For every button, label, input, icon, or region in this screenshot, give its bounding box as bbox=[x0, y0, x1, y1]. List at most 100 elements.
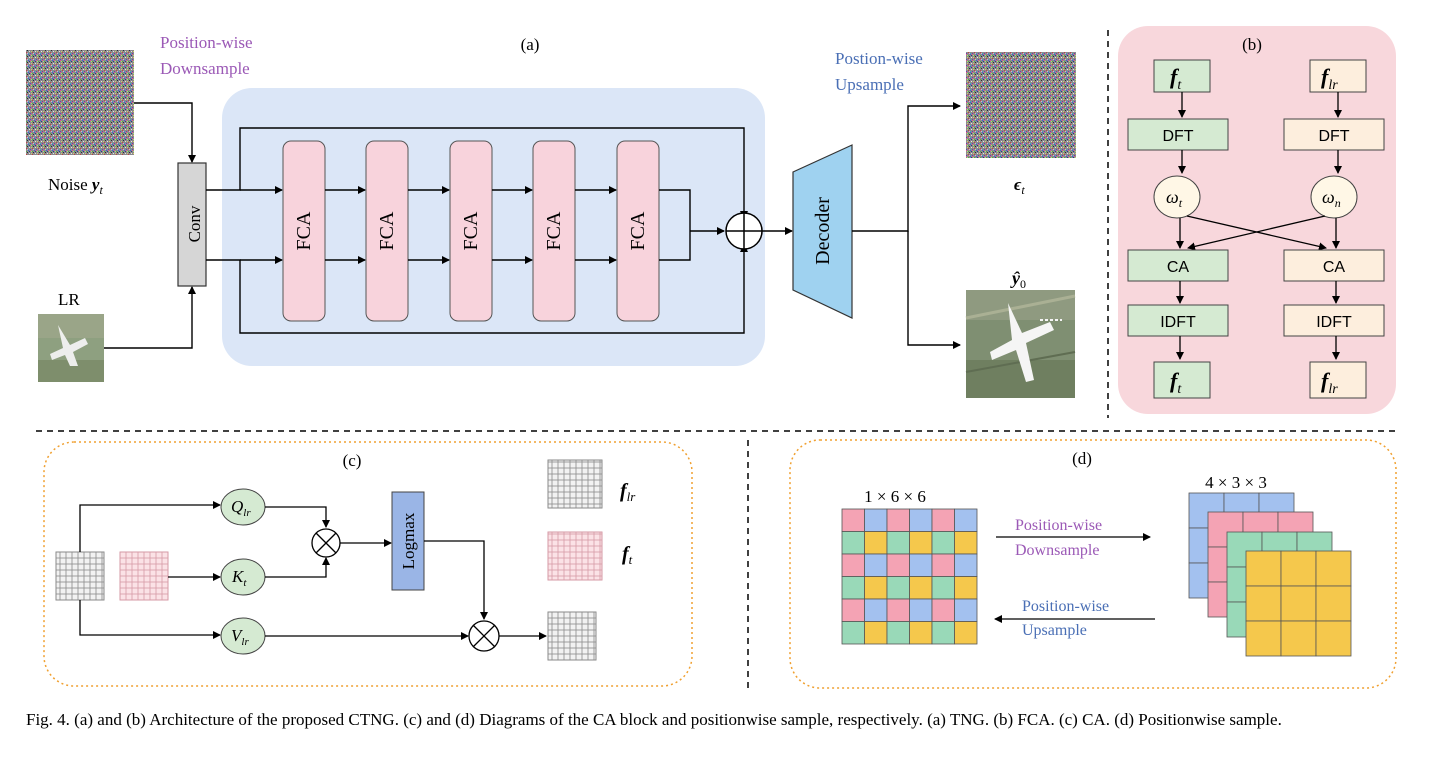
panel-b-label: (b) bbox=[1242, 35, 1262, 54]
output-image bbox=[965, 290, 1076, 398]
grid-cell bbox=[864, 531, 888, 555]
grid-cell bbox=[931, 598, 955, 622]
idft-box-right bbox=[1283, 304, 1385, 337]
stack-cell bbox=[1315, 585, 1352, 622]
input-flr-label: flr bbox=[1321, 64, 1338, 93]
fca-block-3: FCA bbox=[449, 140, 493, 322]
fca-label: FCA bbox=[376, 211, 398, 250]
fca-label: FCA bbox=[293, 211, 315, 250]
dft-box-left bbox=[1127, 118, 1229, 151]
grid-cell bbox=[909, 531, 933, 555]
ca-box-right bbox=[1283, 249, 1385, 282]
lr-input-label: LR bbox=[58, 290, 80, 309]
left-dims-label: 1 × 6 × 6 bbox=[864, 487, 926, 506]
stack-cell bbox=[1315, 550, 1352, 587]
dft-label-left: DFT bbox=[1162, 128, 1193, 145]
q-label: Qlr bbox=[231, 497, 251, 519]
idft-box-left bbox=[1127, 304, 1229, 337]
input-flr-box bbox=[1309, 59, 1367, 93]
output-noise-label: ϵt bbox=[1014, 175, 1025, 197]
fca-block-1: FCA bbox=[282, 140, 326, 322]
grid-cell bbox=[954, 598, 978, 622]
lr-input-image bbox=[38, 314, 104, 382]
stack-cell bbox=[1280, 620, 1317, 657]
upsample-label-a: Postion-wise Upsample bbox=[835, 49, 927, 94]
conv-label: Conv bbox=[185, 205, 204, 242]
grid-cell bbox=[954, 553, 978, 577]
grid-cell bbox=[909, 553, 933, 577]
fca-block-4: FCA bbox=[532, 140, 576, 322]
grid-cell bbox=[954, 576, 978, 600]
decoder-to-noise-arrow bbox=[852, 102, 961, 232]
stack-cell bbox=[1245, 550, 1282, 587]
grid-cell bbox=[841, 576, 865, 600]
dft-box-right bbox=[1283, 118, 1385, 151]
grid-cell bbox=[954, 621, 978, 645]
panel-c: (c) Qlr Kt Vlr Logmax flr bbox=[43, 441, 693, 687]
panel-a: (a) Noise yt LR Position-wise Downsample… bbox=[26, 33, 1076, 398]
right-dims-label: 4 × 3 × 3 bbox=[1205, 473, 1267, 492]
grid-6x6 bbox=[841, 508, 978, 645]
decoder-to-image-arrow bbox=[907, 231, 961, 349]
panel-c-label: (c) bbox=[343, 451, 362, 470]
noise-input-image bbox=[26, 50, 134, 155]
grid-cell bbox=[841, 508, 865, 532]
grid-cell bbox=[931, 531, 955, 555]
upsample-label-d: Position-wise Upsample bbox=[1022, 598, 1113, 639]
legend-flr-label: flr bbox=[620, 480, 636, 504]
input-grid-pink bbox=[119, 551, 169, 601]
ca-label-left: CA bbox=[1167, 259, 1190, 276]
skip-connection-bottom bbox=[206, 244, 748, 334]
downsample-label-a: Position-wise Downsample bbox=[160, 33, 257, 78]
omega-n-node bbox=[1310, 175, 1358, 219]
grid-cell bbox=[886, 553, 910, 577]
grid-cell bbox=[886, 531, 910, 555]
panel-b: (b) ft flr DFT DFT ωt ωn CA CA IDFT IDFT bbox=[1118, 26, 1396, 414]
idft-label-right: IDFT bbox=[1316, 314, 1352, 331]
output-flr-label: flr bbox=[1321, 368, 1338, 397]
conv-block bbox=[177, 162, 207, 287]
grid-cell bbox=[886, 598, 910, 622]
stack-cell bbox=[1280, 585, 1317, 622]
v-label: Vlr bbox=[231, 626, 249, 648]
stack-cell bbox=[1245, 585, 1282, 622]
grid-cell bbox=[931, 508, 955, 532]
legend-grid-gray bbox=[547, 459, 603, 509]
ca-label-right: CA bbox=[1323, 259, 1346, 276]
input-ft-label: ft bbox=[1170, 64, 1182, 93]
grid-cell bbox=[954, 531, 978, 555]
panel-a-label: (a) bbox=[521, 35, 540, 54]
downsample-label-d: Position-wise Downsample bbox=[1015, 517, 1106, 559]
output-flr-box bbox=[1309, 361, 1367, 399]
skip-connection-top bbox=[206, 127, 748, 219]
fca-block-5: FCA bbox=[616, 140, 660, 322]
lr-to-conv-arrow bbox=[104, 286, 196, 349]
fca-label: FCA bbox=[543, 211, 565, 250]
fca-label: FCA bbox=[627, 211, 649, 250]
panel-d-label: (d) bbox=[1072, 449, 1092, 468]
dft-label-right: DFT bbox=[1318, 128, 1349, 145]
ca-box-left bbox=[1127, 249, 1229, 282]
grid-cell bbox=[841, 531, 865, 555]
fca-block-2: FCA bbox=[365, 140, 409, 322]
output-ft-label: ft bbox=[1170, 368, 1182, 397]
output-ft-box bbox=[1153, 361, 1211, 399]
input-ft-box bbox=[1153, 59, 1211, 93]
stack-cell bbox=[1280, 550, 1317, 587]
decoder-label: Decoder bbox=[812, 197, 834, 265]
output-grid-gray bbox=[547, 611, 597, 661]
grid-cell bbox=[864, 508, 888, 532]
idft-label-left: IDFT bbox=[1160, 314, 1196, 331]
logmax-label: Logmax bbox=[399, 512, 418, 569]
figure-caption: Fig. 4. (a) and (b) Architecture of the … bbox=[26, 710, 1282, 729]
grid-cell bbox=[909, 598, 933, 622]
grid-cell bbox=[841, 553, 865, 577]
noise-input-label: Noise yt bbox=[48, 175, 103, 197]
fca-label: FCA bbox=[460, 211, 482, 250]
grid-cell bbox=[864, 621, 888, 645]
panel-d: (d) 1 × 6 × 6 Position-wise Downsample P… bbox=[789, 439, 1397, 689]
output-image-label: ŷ0 bbox=[1010, 268, 1026, 291]
legend-ft-label: ft bbox=[622, 543, 633, 567]
panel-d-frame bbox=[789, 439, 1397, 689]
